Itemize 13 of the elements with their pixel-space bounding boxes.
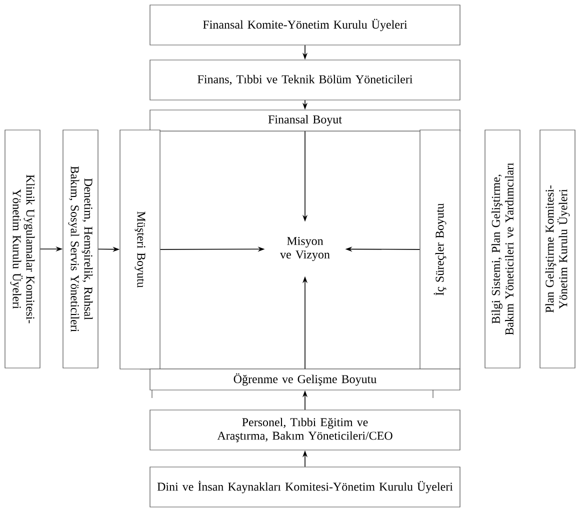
process-box: Öğrenme ve Gelişme Boyutu (150, 368, 460, 390)
process-box: Finansal Komite-Yönetim Kurulu Üyeleri (150, 4, 460, 46)
process-box: Müşteri Boyutu (120, 130, 160, 370)
process-box: Denetim, Hemşirelik, Ruhsal Bakım, Sosyal Servis Yöneticileri (62, 130, 98, 368)
process-box: Finans, Tıbbi ve Teknik Bölüm Yöneticileri (150, 60, 460, 100)
process-box: Klinik Uygulamalar Komitesi-Yönetim Kurulu Üyeleri (4, 130, 40, 368)
process-box: Bilgi Sistemi, Plan Geliştirme, Bakım Yöneticileri ve Yardımcıları (484, 130, 520, 368)
process-box: Personel, Tıbbi Eğitim ve Araştırma, Bakım Yöneticileri/CEO (150, 410, 460, 450)
process-box: Finansal Boyut (150, 110, 460, 132)
process-box: İç Süreçler Boyutu (420, 130, 460, 370)
process-box: Dini ve İnsan Kaynakları Komitesi-Yönetim Kurulu Üyeleri (150, 466, 460, 508)
center-text: Misyon ve Vizyon (280, 236, 330, 262)
process-box: Plan Geliştirme Komitesi-Yönetim Kurulu Üyeleri (540, 130, 576, 368)
